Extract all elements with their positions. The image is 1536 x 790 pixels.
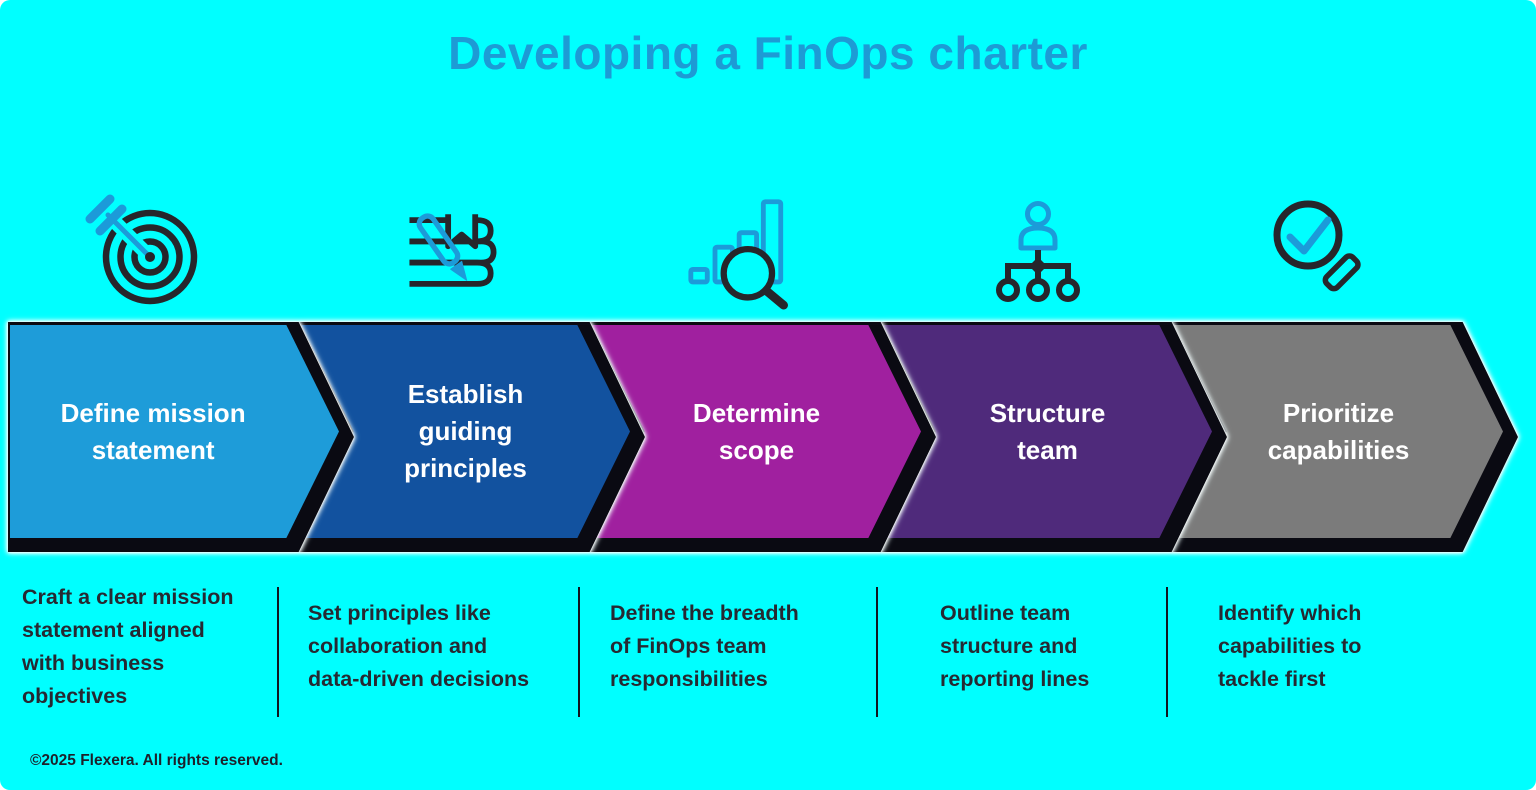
chevron-outline: Structure team <box>881 322 1227 552</box>
step-label: Determine scope <box>692 397 821 465</box>
step-chevron-2: Establish guiding principles <box>299 322 645 552</box>
chevron-body: Prioritize capabilities <box>1174 325 1503 538</box>
org-chart-icon <box>980 193 1096 311</box>
step-description-3: Define the breadth of FinOps team respon… <box>610 601 799 691</box>
divider <box>1166 587 1168 717</box>
copyright-text: ©2025 Flexera. All rights reserved. <box>30 752 283 769</box>
chevron-outline: Establish guiding principles <box>299 322 645 552</box>
chevron-body: Define mission statement <box>10 325 339 538</box>
step-chevron-1: Define mission statement <box>8 322 354 552</box>
chevron-body: Establish guiding principles <box>301 325 630 538</box>
chevron-outline: Define mission statement <box>8 322 354 552</box>
step-description-5: Identify which capabilities to tackle fi… <box>1218 601 1362 691</box>
chart-magnifier-icon <box>686 193 802 311</box>
check-magnifier-icon <box>1260 193 1376 311</box>
divider <box>578 587 580 717</box>
page-title: Developing a FinOps charter <box>448 27 1088 79</box>
chevron-body: Structure team <box>883 325 1212 538</box>
chevron-outline: Prioritize capabilities <box>1172 322 1518 552</box>
step-chevron-5: Prioritize capabilities <box>1172 322 1518 552</box>
divider <box>277 587 279 717</box>
divider <box>876 587 878 717</box>
step-chevron-4: Structure team <box>881 322 1227 552</box>
step-chevron-3: Determine scope <box>590 322 936 552</box>
step-label: Structure team <box>989 397 1106 465</box>
step-description-2: Set principles like collaboration and da… <box>308 601 530 691</box>
step-label: Prioritize capabilities <box>1267 397 1410 465</box>
step-description-4: Outline team structure and reporting lin… <box>940 601 1090 691</box>
target-arrow-icon <box>84 193 200 311</box>
book-pen-icon <box>394 193 510 311</box>
step-description-1: Craft a clear mission statement aligned … <box>22 585 234 708</box>
step-label: Define mission statement <box>60 397 246 465</box>
step-label: Establish guiding principles <box>404 379 527 483</box>
chevron-body: Determine scope <box>592 325 921 538</box>
chevron-outline: Determine scope <box>590 322 936 552</box>
